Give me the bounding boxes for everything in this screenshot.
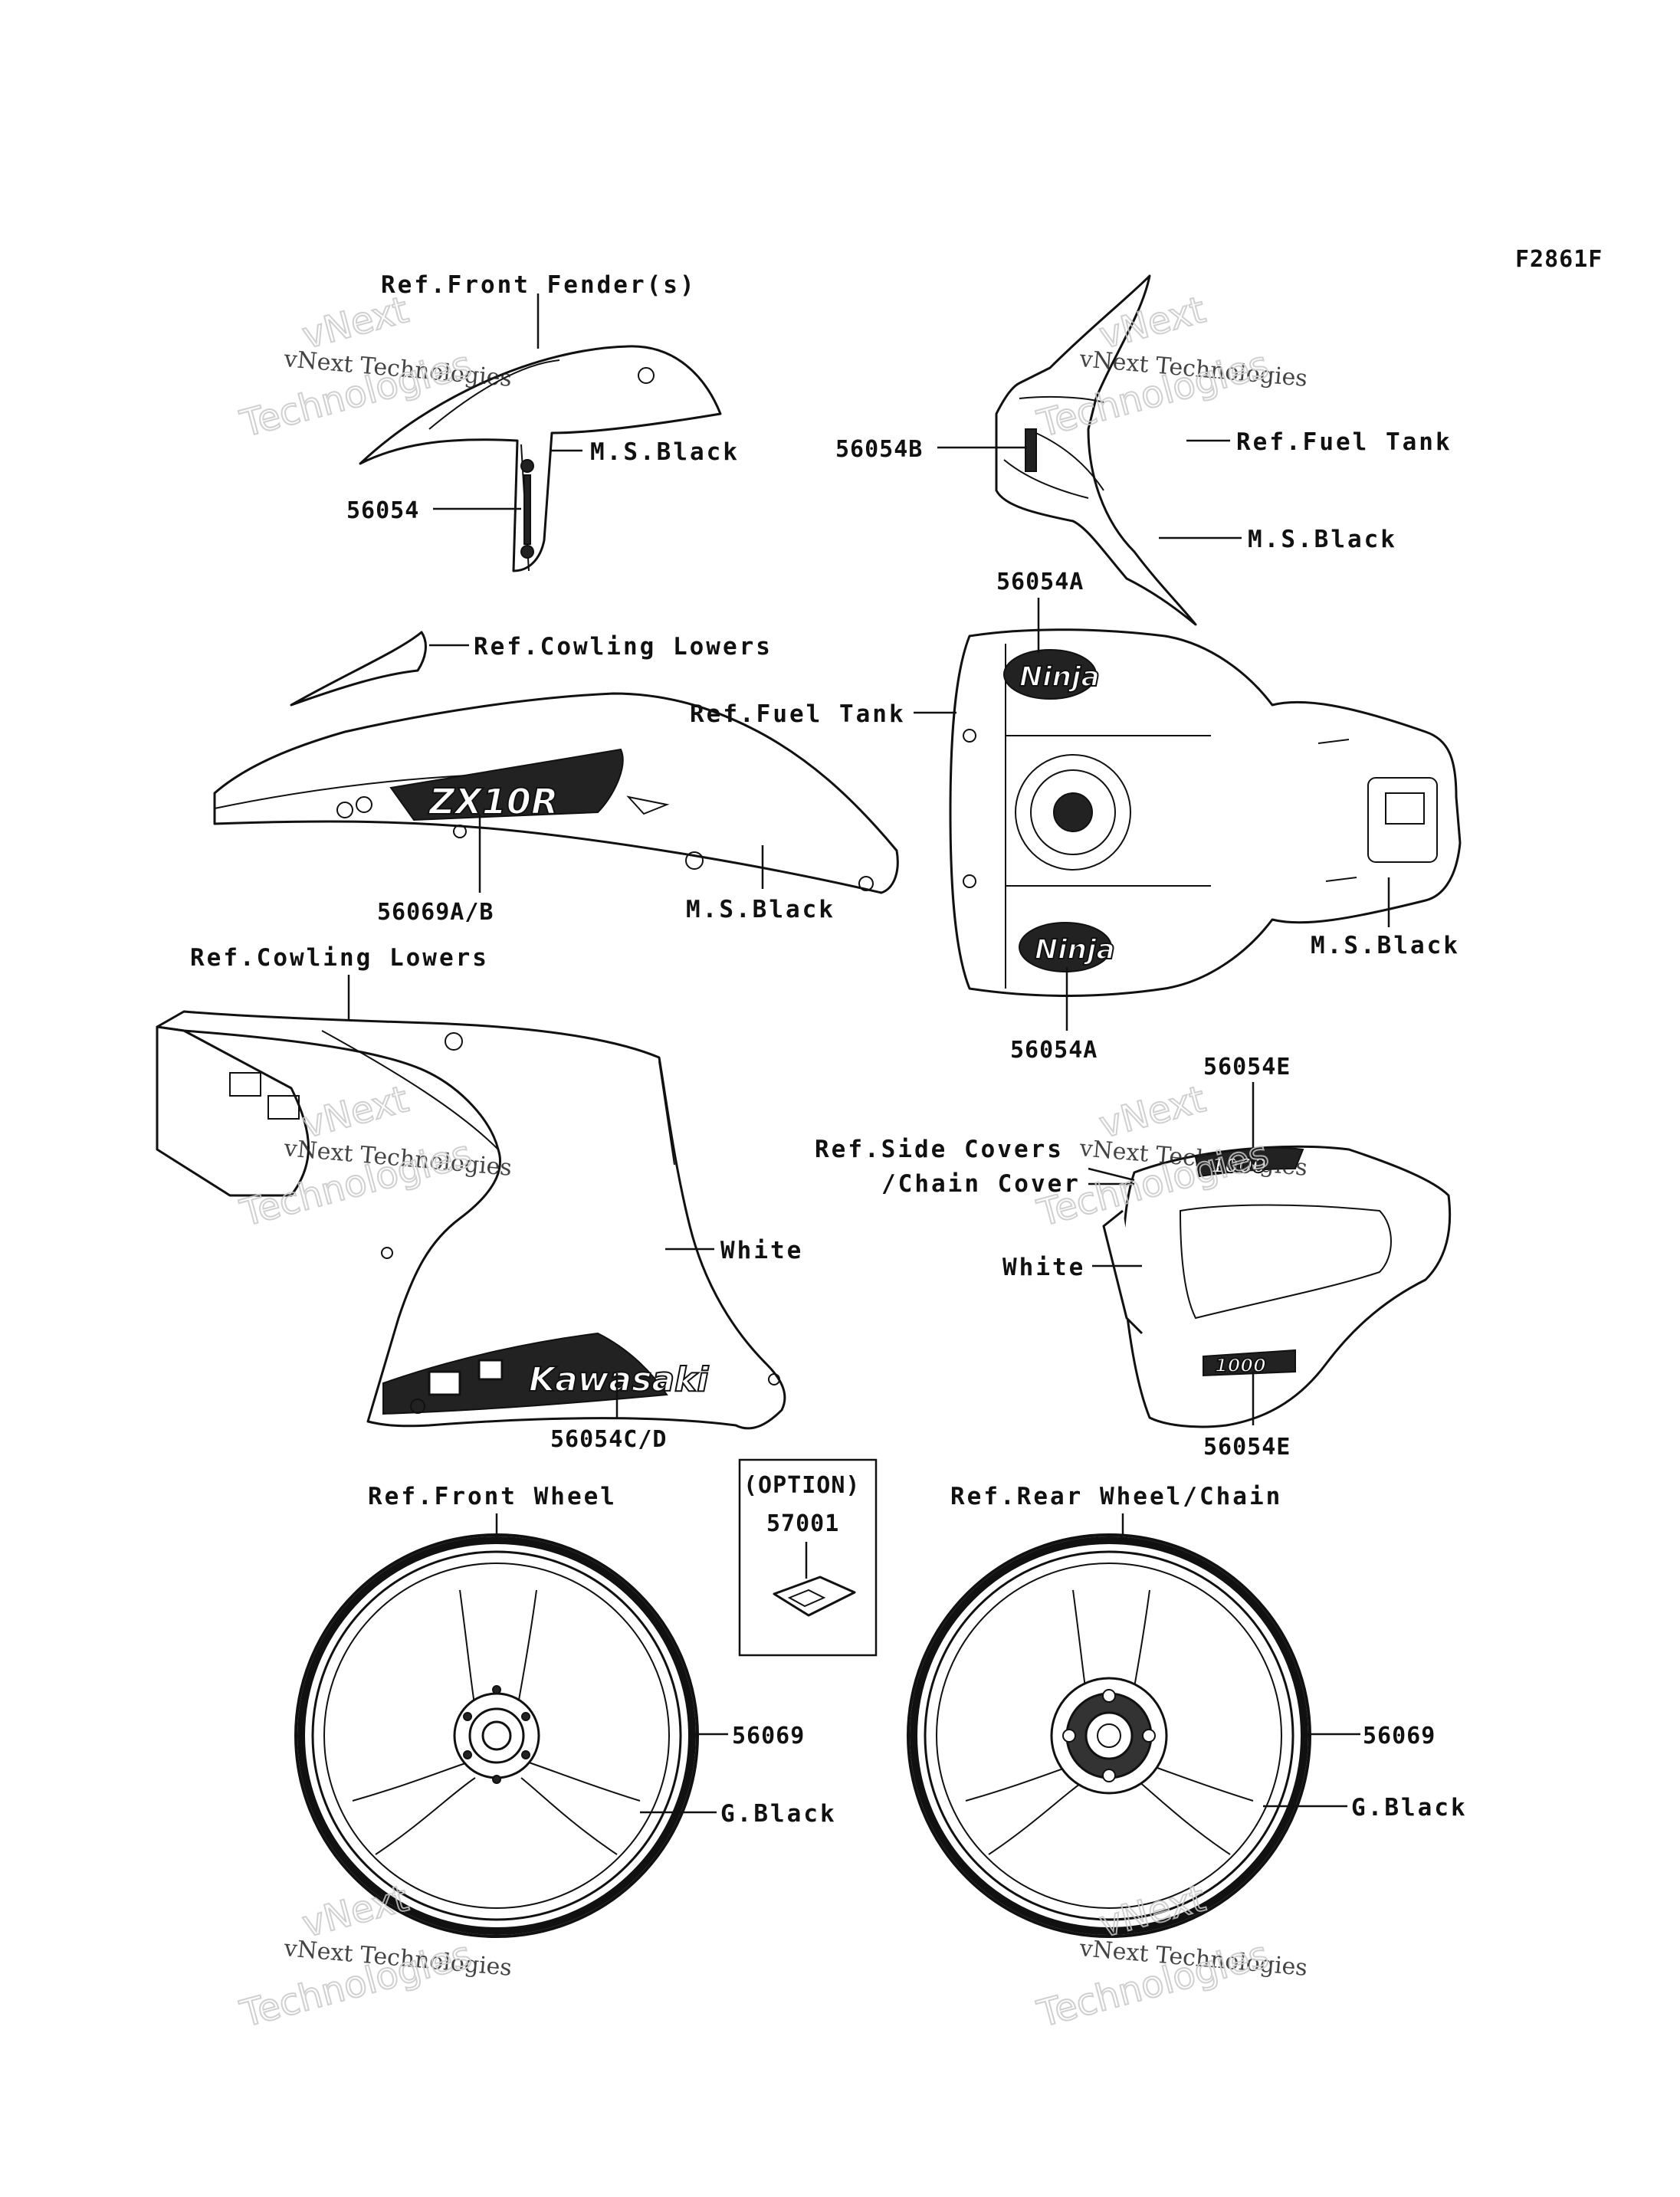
fuel-tank-shape	[949, 628, 1462, 997]
rear-wheel-group	[907, 1533, 1311, 1938]
svg-text:vNext: vNext	[298, 288, 413, 357]
watermark-5: vNext vNext Technologies Technologies	[235, 1876, 514, 2037]
lower-cowl-part-label: 56054C/D	[550, 1426, 668, 1453]
front-fender-shape	[359, 345, 722, 572]
side-cover-cc-decal-top: 1000	[1211, 1155, 1266, 1178]
zx10r-decal-text: ZX10R	[428, 781, 558, 822]
front-fender-group	[359, 345, 722, 572]
ninja-decal-top-text: Ninja	[1019, 661, 1100, 693]
front-wheel-part-label: 56069	[732, 1723, 805, 1749]
front-wheel-ref-label: Ref.Front Wheel	[368, 1483, 617, 1510]
seat-cowl-group	[995, 274, 1197, 626]
side-cover-group: 1000 1000	[1102, 1145, 1452, 1428]
tank-part-top-label: 56054A	[996, 569, 1084, 595]
svg-text:vNext: vNext	[1095, 1077, 1210, 1146]
kawasaki-decal-text: Kawasaki	[529, 1360, 709, 1399]
tank-part-bottom-label: 56054A	[1010, 1037, 1098, 1064]
rear-wheel-color-label: G.Black	[1351, 1794, 1468, 1822]
side-cover-ref-label-1: Ref.Side Covers	[815, 1136, 1064, 1163]
upper-cowl-ref-label: Ref.Cowling Lowers	[474, 633, 773, 661]
rear-wheel-part-label: 56069	[1363, 1723, 1436, 1749]
seat-cowl-ref-label: Ref.Fuel Tank	[1236, 428, 1452, 456]
option-part-label: 57001	[766, 1510, 839, 1537]
lower-cowl-ref-label: Ref.Cowling Lowers	[190, 944, 489, 972]
seat-cowl-part-label: 56054B	[835, 436, 923, 463]
front-fender-color-label: M.S.Black	[590, 438, 740, 466]
lower-cowl-color-label: White	[720, 1237, 803, 1264]
fuel-tank-group: Ninja Ninja	[949, 628, 1462, 997]
side-cover-color-label: White	[1002, 1254, 1085, 1281]
upper-cowl-part-label: 56069A/B	[377, 899, 494, 926]
ninja-decal-bottom-text: Ninja	[1035, 934, 1115, 966]
svg-text:vNext: vNext	[298, 1877, 413, 1946]
svg-text:vNext: vNext	[298, 1077, 413, 1146]
upper-cowl-color-label: M.S.Black	[686, 896, 835, 923]
lower-cowl-group: Kawasaki	[156, 1010, 786, 1430]
front-wheel-color-label: G.Black	[720, 1800, 837, 1828]
figure-code: F2861F	[1515, 246, 1603, 273]
side-cover-cc-decal-bottom: 1000	[1215, 1355, 1266, 1376]
front-wheel-group	[294, 1533, 699, 1938]
side-cover-ref-label-2: /Chain Cover	[881, 1170, 1081, 1198]
svg-text:vNext: vNext	[1095, 288, 1210, 357]
upper-cowl-group: ZX10R	[213, 631, 899, 894]
option-box: (OPTION) 57001	[738, 1458, 878, 1657]
option-clip-shape	[773, 1576, 856, 1617]
side-cover-part-top-label: 56054E	[1203, 1054, 1291, 1080]
tank-color-label: M.S.Black	[1311, 932, 1460, 959]
tank-ref-label: Ref.Fuel Tank	[690, 700, 906, 728]
svg-text:vNext: vNext	[1095, 1877, 1210, 1946]
watermark-6: vNext vNext Technologies Technologies	[1032, 1876, 1309, 2037]
seat-cowl-color-label: M.S.Black	[1248, 526, 1397, 553]
rear-wheel-ref-label: Ref.Rear Wheel/Chain	[950, 1483, 1282, 1510]
front-fender-part-label: 56054	[346, 497, 419, 524]
lower-cowl-shape	[156, 1010, 786, 1430]
front-fender-ref-label: Ref.Front Fender(s)	[381, 271, 697, 299]
side-cover-part-bottom-label: 56054E	[1203, 1434, 1291, 1461]
option-label: (OPTION)	[743, 1472, 861, 1499]
